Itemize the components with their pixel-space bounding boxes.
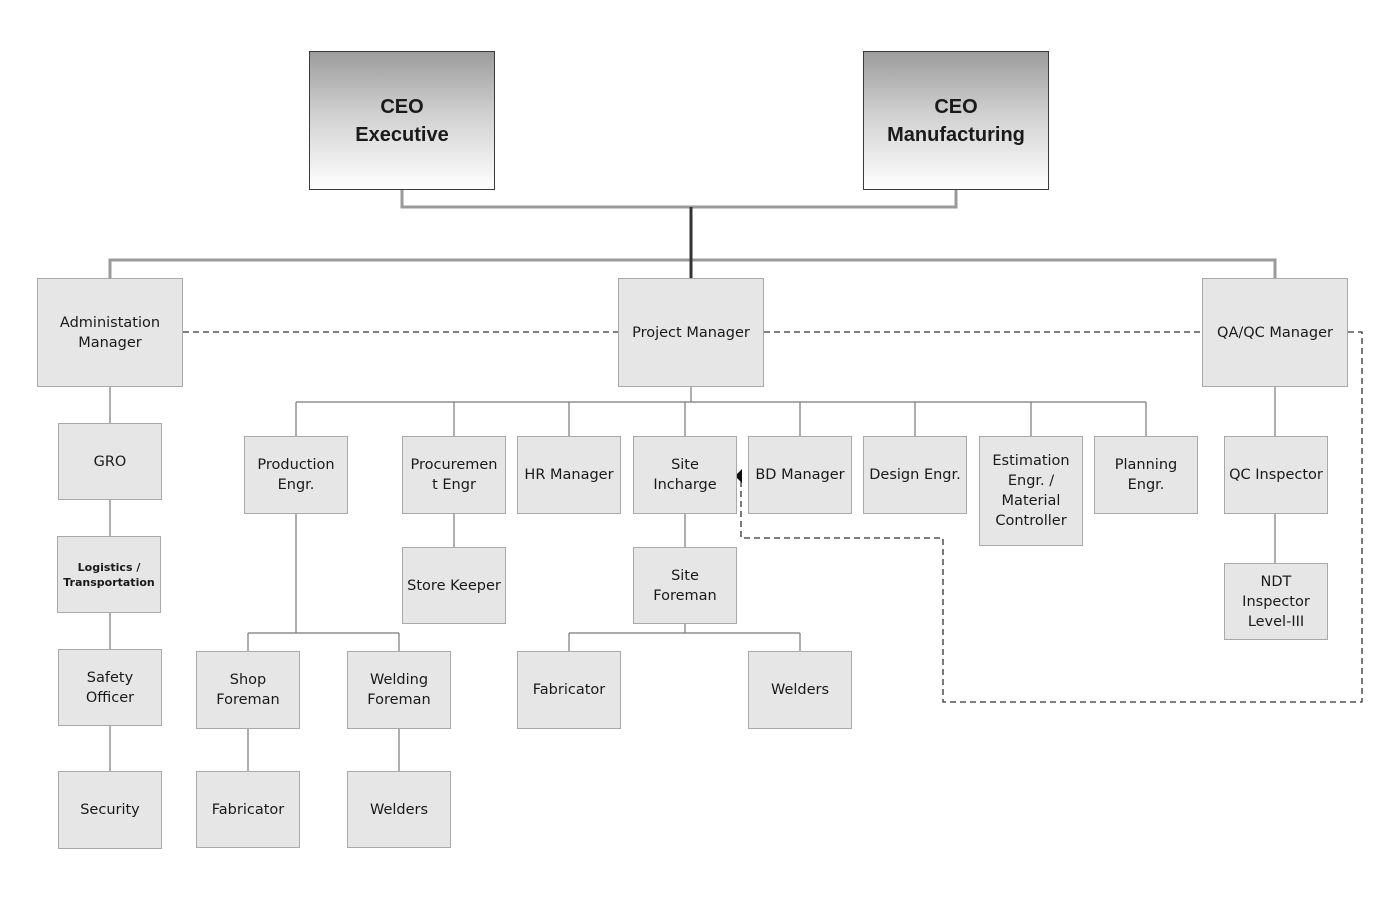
procurement-engr-box: Procuremen t Engr <box>402 436 506 514</box>
qa-site-incharge-dashed-line <box>740 331 1363 703</box>
qa-qc-manager-label: QA/QC Manager <box>1217 324 1333 341</box>
bd-manager-label: BD Manager <box>755 467 845 483</box>
logistics-transportation-label: Logistics / Transportation <box>63 560 155 589</box>
estimation-engr-label: Estimation Engr. / Material Controller <box>992 453 1070 529</box>
ceo-executive-label: CEO Executive <box>355 95 449 146</box>
site-incharge-box: Site Incharge <box>633 436 737 514</box>
ndt-inspector-label: NDT Inspector Level-III <box>1242 573 1310 630</box>
production-engr-label: Production Engr. <box>257 457 335 493</box>
production-engr-box: Production Engr. <box>244 436 348 514</box>
ceo-executive-connector <box>400 189 958 209</box>
ceo-manufacturing-label: CEO Manufacturing <box>887 95 1025 146</box>
welding-foreman-box: Welding Foreman <box>347 651 451 729</box>
site-foreman-label: Site Foreman <box>653 567 717 604</box>
shop-fabricator-box: Fabricator <box>196 771 300 848</box>
site-fabricator-box: Fabricator <box>517 651 621 729</box>
shop-foreman-label: Shop Foreman <box>216 672 280 708</box>
administation-manager-box: Administation Manager <box>37 278 183 387</box>
project-manager-label: Project Manager <box>632 324 750 341</box>
design-engr-label: Design Engr. <box>869 467 961 483</box>
site-foreman-box: Site Foreman <box>633 547 737 624</box>
ceo-executive-box: CEO Executive <box>309 51 495 190</box>
gro-label: GRO <box>93 453 127 470</box>
estimation-engr-box: Estimation Engr. / Material Controller <box>979 436 1083 546</box>
gro-box: GRO <box>58 423 162 500</box>
security-label: Security <box>80 802 140 818</box>
hr-manager-label: HR Manager <box>524 467 614 483</box>
planning-engr-label: Planning Engr. <box>1114 457 1178 493</box>
site-welders-box: Welders <box>748 651 852 729</box>
ceo-manufacturing-box: CEO Manufacturing <box>863 51 1049 190</box>
safety-officer-label: Safety Officer <box>85 669 135 706</box>
planning-engr-box: Planning Engr. <box>1094 436 1198 514</box>
security-box: Security <box>58 771 162 849</box>
site-welders-label: Welders <box>770 682 830 698</box>
arrowhead-icon <box>735 469 742 483</box>
shop-fabricator-label: Fabricator <box>211 801 285 818</box>
project-manager-box: Project Manager <box>618 278 764 387</box>
hr-manager-box: HR Manager <box>517 436 621 514</box>
logistics-transportation-box: Logistics / Transportation <box>57 536 161 613</box>
qc-inspector-label: QC Inspector <box>1229 467 1323 483</box>
qa-qc-manager-box: QA/QC Manager <box>1202 278 1348 387</box>
bd-manager-box: BD Manager <box>748 436 852 514</box>
safety-officer-box: Safety Officer <box>58 649 162 726</box>
qc-inspector-box: QC Inspector <box>1224 436 1328 514</box>
ndt-inspector-box: NDT Inspector Level-III <box>1224 563 1328 640</box>
welding-foreman-label: Welding Foreman <box>367 672 431 708</box>
store-keeper-label: Store Keeper <box>407 577 501 594</box>
design-engr-box: Design Engr. <box>863 436 967 514</box>
site-fabricator-label: Fabricator <box>532 682 606 698</box>
store-keeper-box: Store Keeper <box>402 547 506 624</box>
shop-welders-label: Welders <box>369 801 429 818</box>
shop-foreman-box: Shop Foreman <box>196 651 300 729</box>
procurement-engr-label: Procuremen t Engr <box>410 457 498 493</box>
shop-welders-box: Welders <box>347 771 451 848</box>
administation-manager-label: Administation Manager <box>59 314 161 351</box>
site-incharge-label: Site Incharge <box>653 457 717 493</box>
